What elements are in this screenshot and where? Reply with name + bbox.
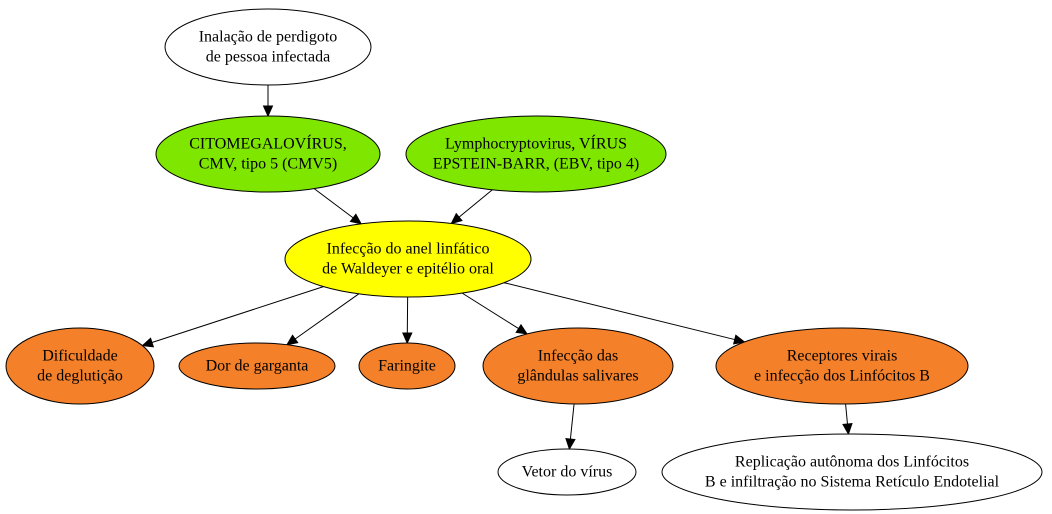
node-cmv: CITOMEGALOVÍRUS, CMV, tipo 5 (CMV5) [155, 115, 381, 193]
node-ebv-shape [405, 115, 667, 193]
node-pharyngitis: Faringite [358, 342, 456, 390]
edge-receptors-to-replication [842, 403, 853, 436]
edge-line [504, 282, 735, 341]
node-receptors-label-1: Receptores virais [787, 348, 898, 365]
edge-cmv-to-waldeyer [313, 188, 363, 225]
arrowhead-icon [565, 438, 576, 451]
edge-line [569, 403, 575, 440]
node-salivary-label-1: Infecção das [538, 348, 618, 365]
node-inhalation-label-1: Inalação de perdigoto [199, 29, 338, 46]
node-cmv-label-1: CITOMEGALOVÍRUS, [189, 134, 346, 153]
node-salivary-label-2: glândulas salivares [517, 368, 638, 385]
node-throat: Dor de garganta [178, 342, 336, 390]
node-salivary: Infecção das glândulas salivares [482, 327, 674, 405]
edge-waldeyer-to-throat [285, 293, 360, 346]
node-throat-label-1: Dor de garganta [206, 358, 309, 375]
node-cmv-shape [155, 115, 381, 193]
arrowhead-icon [262, 105, 274, 118]
edge-line [151, 286, 324, 343]
node-pharyngitis-label-1: Faringite [378, 358, 436, 375]
arrowhead-icon [402, 332, 413, 345]
arrowhead-icon [515, 323, 529, 335]
edge-waldeyer-to-deglutition [141, 286, 324, 348]
node-salivary-shape [482, 327, 674, 405]
node-vector-label-1: Vetor do vírus [522, 464, 613, 481]
node-waldeyer-label-2: de Waldeyer e epitélio oral [322, 261, 494, 278]
edge-line [461, 292, 519, 330]
node-throat-shape [178, 342, 336, 390]
node-receptors-shape [715, 327, 969, 405]
node-pharyngitis-shape [358, 342, 456, 390]
node-cmv-label-2: CMV, tipo 5 (CMV5) [199, 156, 337, 173]
arrowhead-icon [349, 213, 363, 225]
node-ebv: Lymphocryptovirus, VÍRUS EPSTEIN-BARR, (E… [405, 115, 667, 193]
node-deglutition: Dificuldade de deglutição [5, 327, 155, 405]
node-replication: Replicação autônoma dos Linfócitos B e in… [661, 433, 1043, 511]
node-replication-label-2: B e infiltração no Sistema Retículo Endo… [705, 474, 1000, 491]
edge-waldeyer-to-receptors [504, 282, 746, 345]
node-replication-shape [661, 433, 1043, 511]
edge-waldeyer-to-pharyngitis [402, 296, 413, 345]
edge-salivary-to-vector [565, 403, 576, 451]
arrowhead-icon [842, 423, 853, 436]
node-vector-shape [497, 448, 637, 496]
node-waldeyer-label-1: Infecção do anel linfático [326, 241, 489, 258]
node-receptors: Receptores virais e infecção dos Linfócit… [715, 327, 969, 405]
node-deglutition-shape [5, 327, 155, 405]
node-inhalation-label-2: de pessoa infectada [206, 49, 330, 66]
edge-line [845, 403, 848, 425]
arrowhead-icon [450, 212, 463, 225]
edge-inhalation-to-cmv [262, 85, 274, 118]
edge-line [313, 188, 354, 219]
node-deglutition-label-2: de deglutição [37, 368, 123, 385]
edges-layer [141, 85, 853, 451]
node-waldeyer-shape [284, 220, 532, 298]
edge-ebv-to-waldeyer [450, 189, 493, 225]
arrowhead-icon [285, 334, 299, 346]
edge-line [458, 189, 493, 218]
node-replication-label-1: Replicação autônoma dos Linfócitos [735, 454, 969, 471]
edge-line [294, 293, 360, 340]
arrowhead-icon [732, 334, 746, 345]
node-ebv-label-1: Lymphocryptovirus, VÍRUS [445, 134, 627, 153]
edge-waldeyer-to-salivary [461, 292, 529, 335]
node-waldeyer: Infecção do anel linfático de Waldeyer e … [284, 220, 532, 298]
nodes-layer: Inalação de perdigoto de pessoa infectada… [5, 8, 1043, 511]
node-vector: Vetor do vírus [497, 448, 637, 496]
node-inhalation-shape [164, 8, 372, 86]
node-inhalation: Inalação de perdigoto de pessoa infectada [164, 8, 372, 86]
arrowhead-icon [141, 337, 155, 348]
node-deglutition-label-1: Dificuldade [42, 348, 118, 365]
node-receptors-label-2: e infecção dos Linfócitos B [754, 368, 930, 385]
node-ebv-label-2: EPSTEIN-BARR, (EBV, tipo 4) [433, 156, 639, 173]
